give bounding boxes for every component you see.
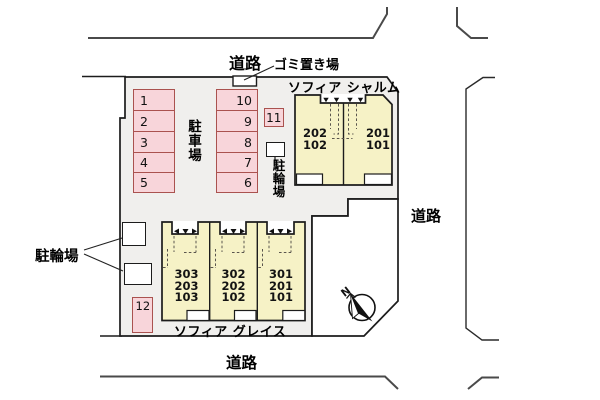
room-number: 103	[174, 290, 199, 304]
bike-parking-square-3	[266, 142, 285, 157]
courtyard-area	[311, 198, 399, 337]
bike-parking-square-1	[122, 221, 146, 246]
porch	[295, 173, 324, 186]
bottom-road-edge	[100, 375, 399, 390]
bike-leader-line-2	[83, 253, 124, 272]
room-number: 201	[268, 278, 293, 293]
building-charme-name: ソフィア シャルム	[288, 81, 401, 96]
room-number: 301	[268, 267, 293, 281]
parking-space-5: 5	[133, 172, 175, 193]
room-number: 203	[174, 278, 199, 293]
bike-leader-line-1	[83, 235, 128, 251]
room-number: 202	[302, 126, 327, 140]
porch	[363, 173, 393, 186]
room-number: 201	[365, 126, 390, 140]
road-lines	[88, 7, 499, 390]
road-label-top: 道路	[229, 54, 262, 73]
building-charme-shape	[294, 94, 393, 186]
garbage-leader-line	[243, 65, 275, 81]
road-label-bottom: 道路	[226, 354, 258, 372]
garbage-box	[232, 75, 258, 87]
parking-space-8: 8	[216, 131, 258, 153]
bottom-road-edge-right	[467, 376, 499, 390]
bike-parking-label: 駐輪場	[35, 249, 79, 265]
garbage-area-label: ゴミ置き場	[274, 58, 340, 73]
charme-unit-rooms: 201 101	[359, 126, 397, 152]
parking-space-12: 12	[131, 296, 153, 333]
bike-parking-square-2	[124, 262, 152, 285]
parking-space-4: 4	[133, 152, 175, 173]
leader-lines	[83, 65, 275, 272]
grace-unit-rooms: 301 201 101	[262, 267, 300, 304]
charme-unit-rooms: 202 102	[296, 126, 334, 152]
room-number: 202	[221, 278, 246, 293]
right-road-edge	[465, 76, 499, 341]
entrance-arrow-icons	[323, 97, 364, 103]
porch	[186, 309, 210, 322]
room-number: 302	[221, 267, 246, 281]
room-number: 101	[365, 137, 390, 152]
road-label-right: 道路	[411, 207, 442, 225]
parking-space-7: 7	[216, 152, 258, 173]
compass-icon: N	[339, 285, 376, 322]
grace-unit-rooms: 303 203 103	[168, 267, 205, 304]
top-road-edge	[88, 7, 388, 39]
building-grace-shape	[161, 221, 306, 322]
parking-space-1: 1	[133, 89, 175, 111]
parking-space-6: 6	[216, 172, 258, 193]
building-grace-name: ソフィア グレイス	[174, 325, 287, 340]
stair-dashed-lines	[163, 236, 293, 268]
bike-parking-label-2: 駐輪場	[270, 159, 286, 198]
parking-space-9: 9	[216, 110, 258, 132]
room-number: 102	[302, 137, 327, 152]
parking-space-11: 11	[264, 108, 284, 127]
parking-lot-label: 駐車場	[185, 119, 201, 163]
porch	[282, 309, 306, 322]
top-road-edge-right	[456, 7, 488, 39]
room-number: 101	[268, 290, 293, 304]
parking-space-10: 10	[216, 89, 258, 111]
parking-space-2: 2	[133, 110, 175, 132]
entrance-arrow-icons	[174, 228, 292, 234]
porch	[233, 309, 257, 322]
parking-space-3: 3	[133, 131, 175, 153]
stair-dashed-lines	[330, 104, 357, 139]
grace-unit-rooms: 302 202 102	[215, 267, 252, 304]
room-number: 102	[221, 290, 246, 304]
room-number: 303	[174, 267, 199, 281]
